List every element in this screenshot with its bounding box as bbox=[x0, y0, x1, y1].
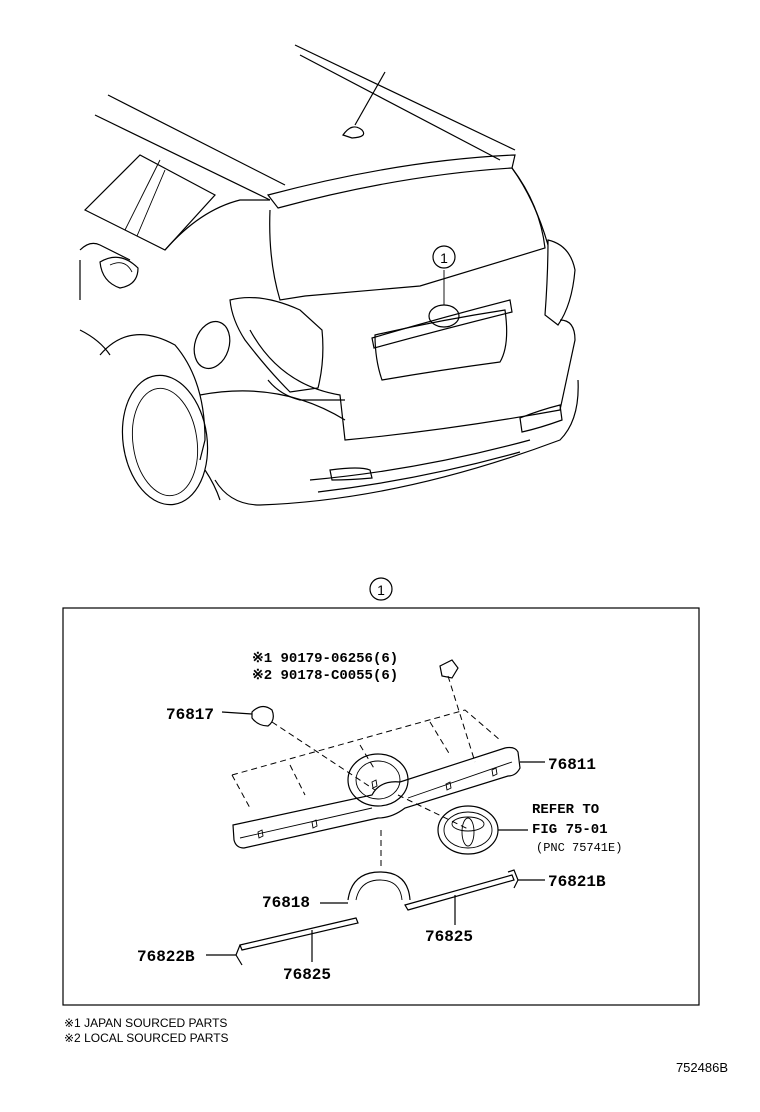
detail-callout-number: 1 bbox=[377, 582, 385, 598]
car-illustration bbox=[79, 44, 579, 506]
clip-icon bbox=[251, 705, 274, 727]
garnish-assembly bbox=[206, 659, 545, 966]
part-76822B: 76822B bbox=[137, 948, 195, 966]
part-76825-left: 76825 bbox=[283, 966, 331, 984]
figure-id: 752486B bbox=[675, 1060, 728, 1075]
part-76818: 76818 bbox=[262, 894, 310, 912]
part-76825-right: 76825 bbox=[425, 928, 473, 946]
toyota-emblem-icon bbox=[437, 805, 499, 855]
refer-line-2: FIG 75-01 bbox=[532, 822, 608, 838]
part-76817: 76817 bbox=[166, 706, 214, 724]
note-japan-sourced: ※1 JAPAN SOURCED PARTS bbox=[64, 1016, 228, 1030]
fastener-line-2: ※2 90178-C0055(6) bbox=[252, 668, 398, 684]
detail-frame bbox=[62, 607, 700, 1006]
part-76811: 76811 bbox=[548, 756, 596, 774]
refer-line-3: (PNC 75741E) bbox=[536, 841, 622, 855]
detail-callout-circle bbox=[369, 577, 393, 601]
car-callout-number: 1 bbox=[440, 250, 448, 266]
part-76821B: 76821B bbox=[548, 873, 606, 891]
fastener-line-1: ※1 90179-06256(6) bbox=[252, 651, 398, 667]
nut-icon bbox=[439, 659, 459, 679]
note-local-sourced: ※2 LOCAL SOURCED PARTS bbox=[64, 1031, 229, 1045]
refer-line-1: REFER TO bbox=[532, 802, 599, 818]
arc-moulding bbox=[347, 871, 411, 901]
